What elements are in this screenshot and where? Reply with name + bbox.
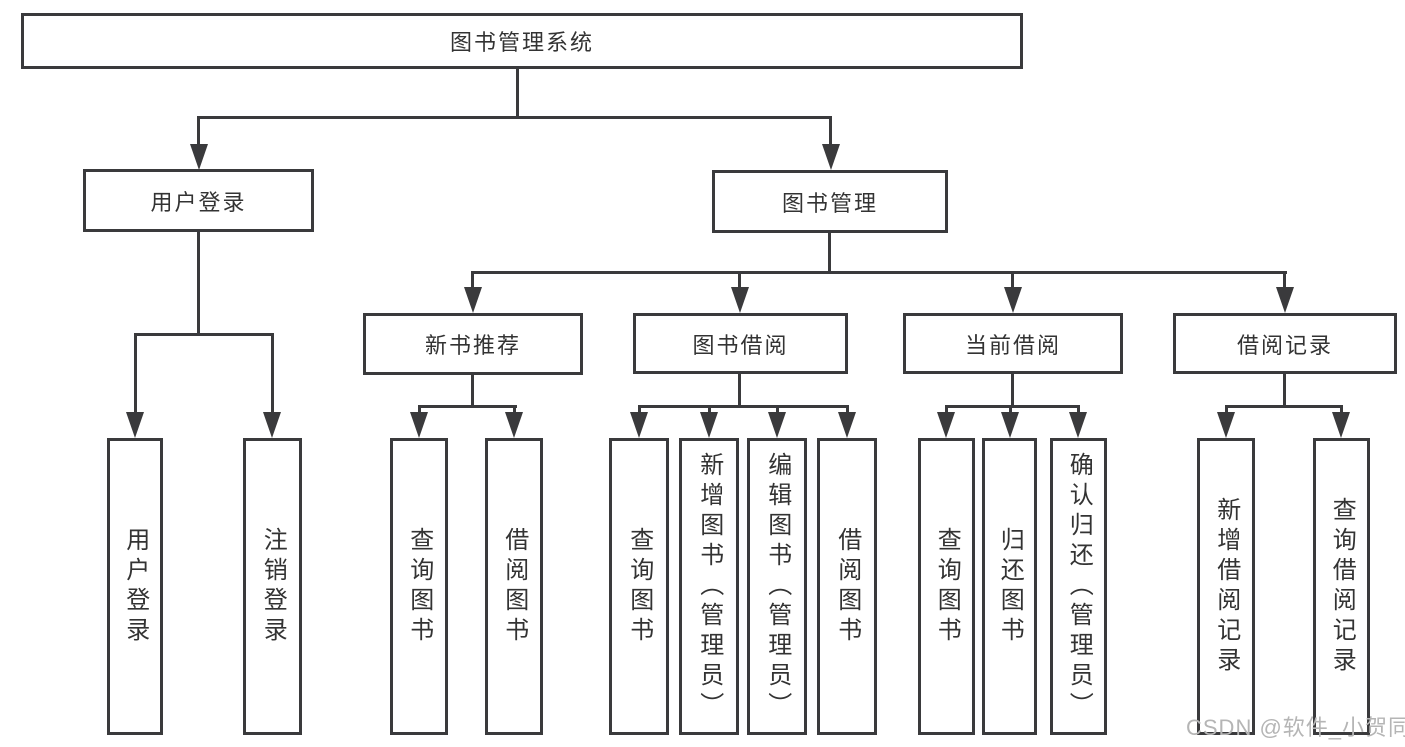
connector-line [829, 116, 832, 147]
leaf-edit-books-admin: 编辑图书（管理员） [747, 438, 807, 735]
connector-line [418, 405, 517, 408]
node-label: 查询图书 [625, 526, 653, 647]
connector-line [828, 233, 831, 274]
leaf-current-query-books: 查询图书 [918, 438, 975, 735]
node-current-borrow: 当前借阅 [903, 313, 1123, 374]
arrow-down-icon [1001, 412, 1019, 438]
arrow-down-icon [263, 412, 281, 438]
connector-line [1009, 405, 1012, 415]
connector-line [738, 271, 741, 291]
node-label: 新增图书（管理员） [695, 451, 723, 722]
leaf-query-borrow-record: 查询借阅记录 [1313, 438, 1370, 735]
connector-line [197, 232, 200, 336]
arrow-down-icon [768, 412, 786, 438]
node-label: 借阅记录 [1236, 332, 1333, 358]
leaf-new-book-borrow-books: 借阅图书 [485, 438, 543, 735]
connector-line [708, 405, 711, 415]
node-label: 确认归还（管理员） [1065, 451, 1093, 722]
node-label: 用户登录 [150, 189, 247, 215]
node-label: 当前借阅 [964, 332, 1061, 358]
connector-line [1283, 271, 1286, 291]
connector-line [1225, 405, 1343, 408]
leaf-new-book-query-books: 查询图书 [390, 438, 448, 735]
connector-line [1011, 271, 1014, 291]
node-label: 注销登录 [259, 526, 287, 647]
connector-line [471, 271, 474, 291]
connector-line [945, 405, 948, 415]
leaf-add-borrow-record: 新增借阅记录 [1197, 438, 1255, 735]
connector-line [513, 405, 516, 415]
arrow-down-icon [1217, 412, 1235, 438]
connector-line [776, 405, 779, 415]
connector-line [638, 405, 849, 408]
arrow-down-icon [1332, 412, 1350, 438]
node-label: 查询图书 [405, 526, 433, 647]
arrow-down-icon [126, 412, 144, 438]
arrow-down-icon [505, 412, 523, 438]
connector-line [516, 68, 519, 119]
connector-line [1011, 374, 1014, 408]
arrow-down-icon [410, 412, 428, 438]
connector-line [1283, 374, 1286, 408]
arrow-down-icon [464, 287, 482, 313]
node-label: 新书推荐 [424, 333, 521, 358]
leaf-borrow-query-books: 查询图书 [609, 438, 669, 735]
leaf-confirm-return-admin: 确认归还（管理员） [1050, 438, 1107, 735]
arrow-down-icon [1004, 287, 1022, 313]
arrow-down-icon [700, 412, 718, 438]
connector-line [945, 405, 1080, 408]
node-label: 用户登录 [121, 526, 149, 647]
node-label: 图书管理 [781, 190, 878, 216]
arrow-down-icon [838, 412, 856, 438]
node-label: 图书管理系统 [449, 30, 594, 55]
node-label: 新增借阅记录 [1212, 496, 1240, 677]
node-new-book-recommend: 新书推荐 [363, 313, 583, 375]
connector-line [738, 374, 741, 408]
arrow-down-icon [190, 144, 208, 170]
arrow-down-icon [822, 144, 840, 170]
connector-line [471, 375, 474, 408]
arrow-down-icon [630, 412, 648, 438]
arrow-down-icon [1069, 412, 1087, 438]
node-borrow-records: 借阅记录 [1173, 313, 1397, 374]
node-label: 查询图书 [933, 526, 961, 647]
arrow-down-icon [1276, 287, 1294, 313]
leaf-borrow-borrow-books: 借阅图书 [817, 438, 877, 735]
connector-line [471, 271, 1287, 274]
leaf-return-books: 归还图书 [982, 438, 1037, 735]
connector-line [134, 333, 274, 336]
node-book-management: 图书管理 [712, 170, 948, 233]
node-library-management-system: 图书管理系统 [21, 13, 1023, 69]
node-label: 图书借阅 [692, 332, 789, 358]
connector-line [197, 116, 832, 119]
connector-line [1225, 405, 1228, 415]
node-user-login: 用户登录 [83, 169, 314, 232]
node-label: 归还图书 [996, 526, 1024, 647]
connector-line [638, 405, 641, 415]
node-label: 借阅图书 [500, 526, 528, 647]
node-label: 查询借阅记录 [1328, 496, 1356, 677]
node-label: 借阅图书 [833, 526, 861, 647]
csdn-watermark: CSDN @软件_小贺同学 [1186, 715, 1405, 740]
connector-line [134, 333, 137, 414]
leaf-logout-login: 注销登录 [243, 438, 302, 735]
connector-line [846, 405, 849, 415]
leaf-user-login: 用户登录 [107, 438, 163, 735]
node-label: 编辑图书（管理员） [763, 451, 791, 722]
connector-line [1077, 405, 1080, 415]
connector-line [418, 405, 421, 415]
connector-line [1340, 405, 1343, 415]
arrow-down-icon [731, 287, 749, 313]
node-book-borrow: 图书借阅 [633, 313, 848, 374]
connector-line [197, 116, 200, 147]
connector-line [271, 333, 274, 414]
arrow-down-icon [937, 412, 955, 438]
leaf-add-books-admin: 新增图书（管理员） [679, 438, 739, 735]
